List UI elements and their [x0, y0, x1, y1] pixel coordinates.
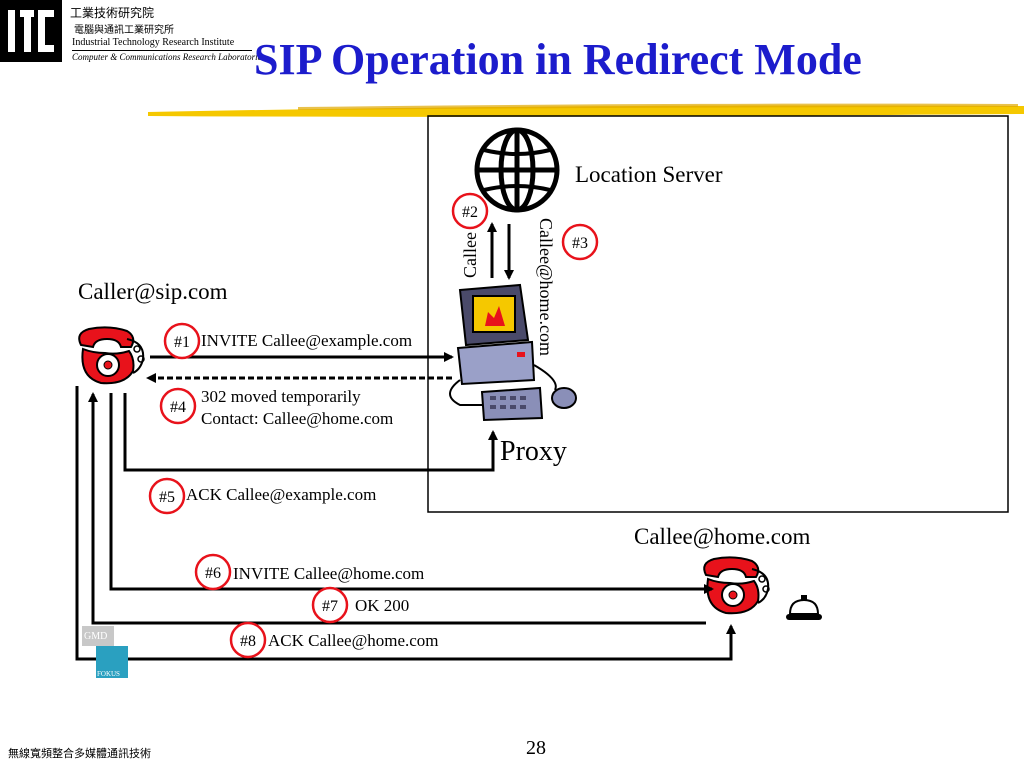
location-server-label: Location Server: [575, 162, 723, 187]
svg-text:GMD: GMD: [84, 631, 107, 642]
step-marker-4: #4: [159, 387, 197, 425]
step-marker-2: #2: [451, 192, 489, 230]
svg-text:#4: #4: [170, 399, 186, 416]
slide-title: SIP Operation in Redirect Mode: [254, 35, 862, 84]
lab-name-en: Computer & Communications Research Labor…: [72, 52, 266, 62]
step-1-label: INVITE Callee@example.com: [201, 331, 412, 350]
step-8-label: ACK Callee@home.com: [268, 631, 439, 650]
vertical-label-callee: Callee: [460, 232, 480, 278]
lab-name-cn: 電腦與通訊工業研究所: [74, 25, 174, 36]
svg-text:#1: #1: [174, 334, 190, 351]
step-marker-3: #3: [561, 223, 599, 261]
svg-text:#8: #8: [240, 633, 256, 650]
callee-label: Callee@home.com: [634, 524, 810, 549]
bell-icon: [786, 595, 822, 620]
page-number: 28: [526, 737, 546, 759]
server-domain-box: [427, 115, 1009, 513]
step-4-label-line1: 302 moved temporarily: [201, 387, 361, 406]
svg-text:#5: #5: [159, 489, 175, 506]
svg-text:FOKUS: FOKUS: [97, 670, 120, 678]
arrow-ack-home: [75, 386, 736, 661]
step-4-label-line2: Contact: Callee@home.com: [201, 409, 393, 428]
itri-logo: [0, 0, 62, 62]
globe-icon: [474, 127, 560, 213]
title-underline: [148, 103, 1024, 117]
computer-icon: [449, 283, 577, 422]
institute-name-en: Industrial Technology Research Institute: [72, 37, 235, 48]
step-marker-5: #5: [148, 477, 186, 515]
caller-phone-icon: [78, 326, 145, 385]
itri-logo-mark: [8, 10, 54, 52]
step-6-label: INVITE Callee@home.com: [233, 564, 424, 583]
proxy-label: Proxy: [500, 436, 567, 467]
step-marker-7: #7: [311, 586, 349, 624]
svg-text:#7: #7: [322, 598, 338, 615]
arrow-invite-home: [109, 393, 714, 594]
gmd-fokus-logo: GMD FOKUS: [82, 626, 128, 678]
caller-label: Caller@sip.com: [78, 279, 228, 304]
step-marker-1: #1: [163, 322, 201, 360]
institute-name-cn: 工業技術研究院: [70, 6, 155, 20]
header-divider: [72, 50, 252, 51]
arrow-ok-200: [88, 392, 706, 625]
vertical-label-callee-home: Callee@home.com: [536, 218, 556, 356]
svg-text:#3: #3: [572, 235, 588, 252]
callee-phone-icon: [703, 556, 770, 615]
step-7-label: OK 200: [355, 596, 409, 615]
svg-text:#6: #6: [205, 565, 221, 582]
arrow-ack-example: [123, 393, 498, 472]
step-5-label: ACK Callee@example.com: [186, 485, 376, 504]
step-marker-6: #6: [194, 553, 232, 591]
footer-text: 無線寬頻整合多媒體通訊技術: [8, 747, 151, 760]
svg-text:#2: #2: [462, 204, 478, 221]
step-marker-8: #8: [229, 621, 267, 659]
